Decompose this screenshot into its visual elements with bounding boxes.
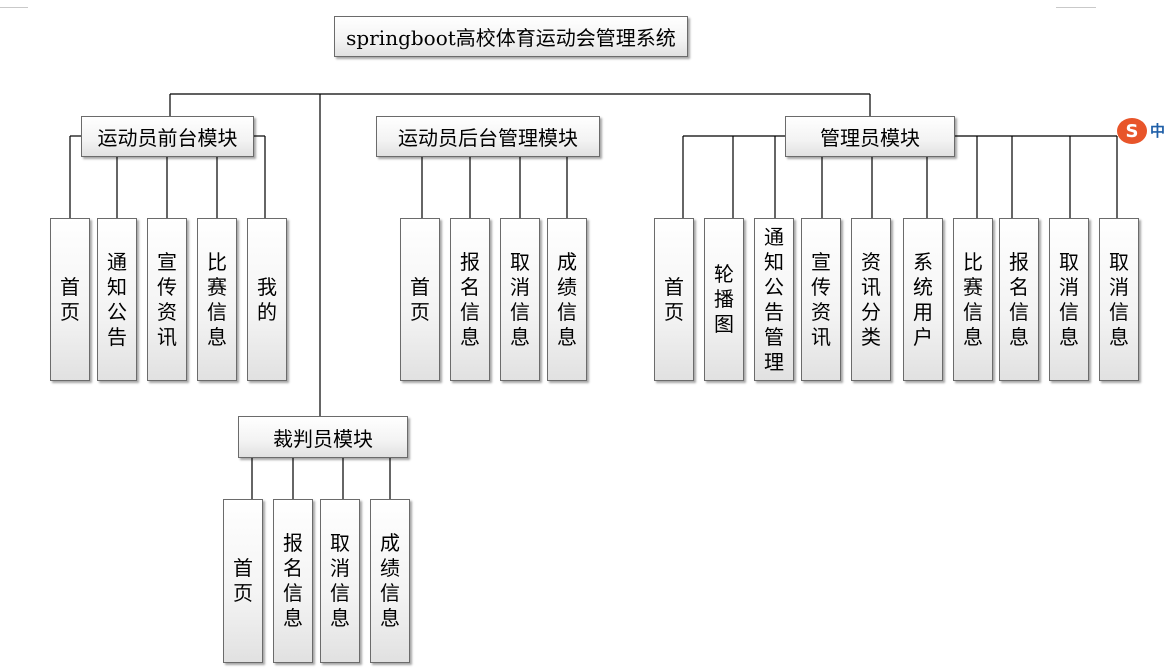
module-item: 取消信息: [320, 499, 360, 663]
module-item: 宣传资讯: [801, 218, 841, 381]
module-item: 通知公告: [97, 218, 137, 381]
module-item: 成绩信息: [547, 218, 587, 381]
module-item: 比赛信息: [197, 218, 237, 381]
page-corner-mark-right: [1056, 7, 1096, 8]
module-referee: 裁判员模块: [238, 416, 408, 458]
module-item: 取消信息: [1099, 218, 1139, 381]
sogou-ime-icon[interactable]: S: [1117, 118, 1147, 144]
module-title: 裁判员模块: [273, 426, 373, 451]
module-item: 首页: [400, 218, 440, 381]
module-admin: 管理员模块: [785, 116, 955, 157]
module-title: 运动员前台模块: [97, 126, 238, 150]
module-item: 成绩信息: [370, 499, 410, 663]
module-item: 报名信息: [999, 218, 1039, 381]
module-title: 管理员模块: [820, 126, 920, 150]
module-item: 首页: [50, 218, 90, 381]
module-title: 运动员后台管理模块: [398, 126, 578, 150]
module-item: 通知公告管理: [754, 218, 794, 381]
module-athlete-backend: 运动员后台管理模块: [376, 116, 600, 157]
module-item: 取消信息: [1049, 218, 1089, 381]
module-item: 报名信息: [273, 499, 313, 663]
module-athlete-frontend: 运动员前台模块: [81, 116, 254, 157]
module-item: 首页: [223, 499, 263, 663]
module-item: 轮播图: [704, 218, 744, 381]
module-item: 报名信息: [450, 218, 490, 381]
ime-mode-label[interactable]: 中: [1150, 122, 1165, 140]
module-item: 我的: [247, 218, 287, 381]
module-item: 比赛信息: [953, 218, 993, 381]
module-item: 资讯分类: [851, 218, 891, 381]
module-item: 宣传资讯: [147, 218, 187, 381]
root-title: springboot高校体育运动会管理系统: [346, 26, 676, 50]
page-corner-mark-left: [0, 7, 28, 8]
module-item: 系统用户: [903, 218, 943, 381]
module-item: 取消信息: [500, 218, 540, 381]
root-title-box: springboot高校体育运动会管理系统: [334, 16, 688, 57]
module-item: 首页: [654, 218, 694, 381]
